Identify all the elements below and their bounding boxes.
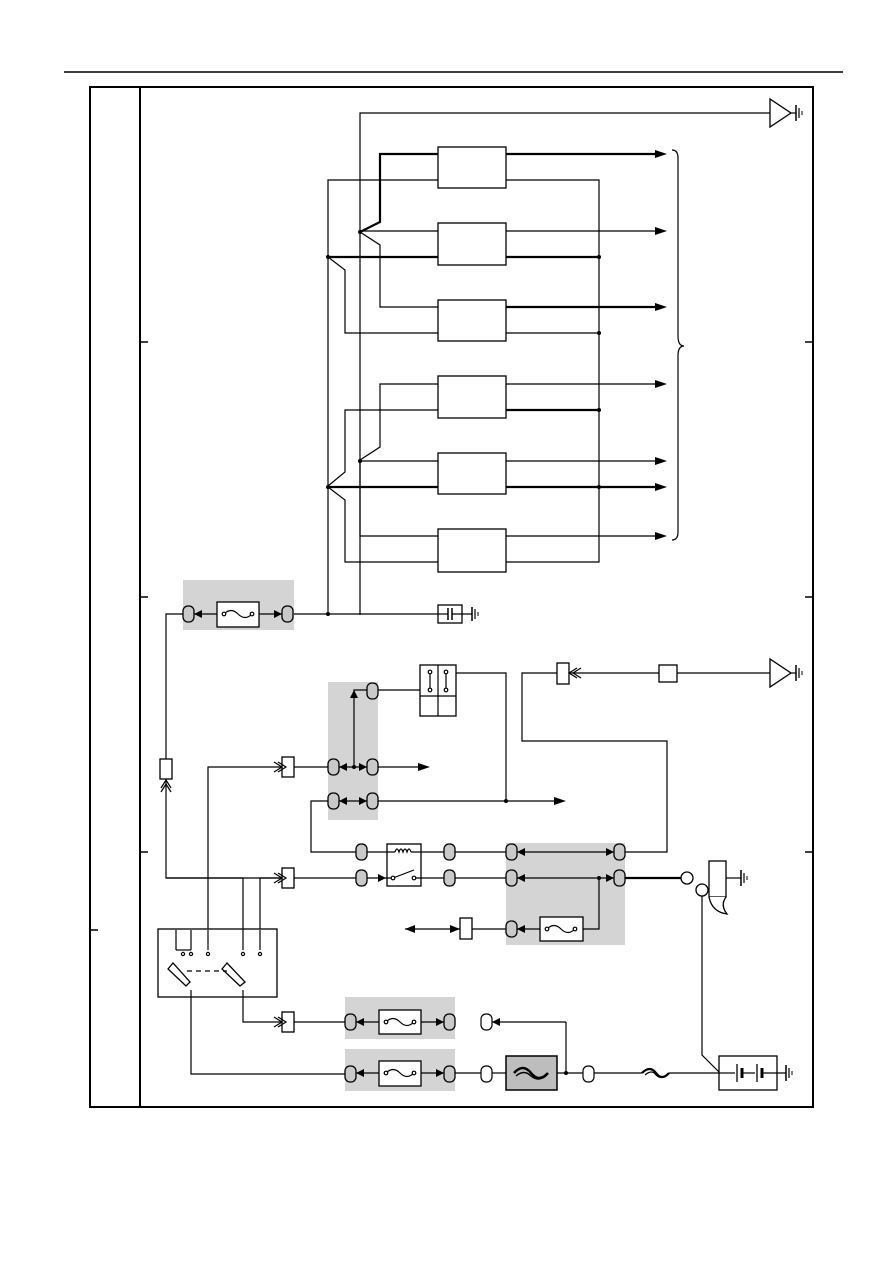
middle-connectors xyxy=(294,682,566,853)
diode-switch-box xyxy=(378,664,507,801)
ecu-module-5 xyxy=(437,452,507,495)
ecu-modules xyxy=(437,146,507,573)
starter-motor xyxy=(625,860,748,1073)
ecu-module-6 xyxy=(437,528,507,573)
ecu-module-4 xyxy=(437,375,507,419)
ground-antenna-mid xyxy=(556,657,803,689)
left-connectors xyxy=(159,756,356,930)
fusible-link-inline xyxy=(594,1067,719,1079)
module-wiring xyxy=(326,112,770,616)
ecu-module-2 xyxy=(437,222,507,266)
ecu-module-1 xyxy=(437,146,507,189)
battery xyxy=(718,1055,793,1091)
diagram-frame xyxy=(89,86,814,1108)
relay-switch xyxy=(355,843,506,887)
fuse-block-lower-2 xyxy=(344,1060,493,1087)
fuse-block-right xyxy=(405,672,668,942)
fusible-link xyxy=(492,1055,595,1091)
ignition-switch xyxy=(157,877,345,1075)
capacitor xyxy=(437,604,479,624)
fuse-block-top xyxy=(165,601,438,759)
fuse-block-lower-1 xyxy=(273,1009,567,1073)
ecu-module-3 xyxy=(437,299,507,342)
ground-antenna-top xyxy=(769,97,803,129)
